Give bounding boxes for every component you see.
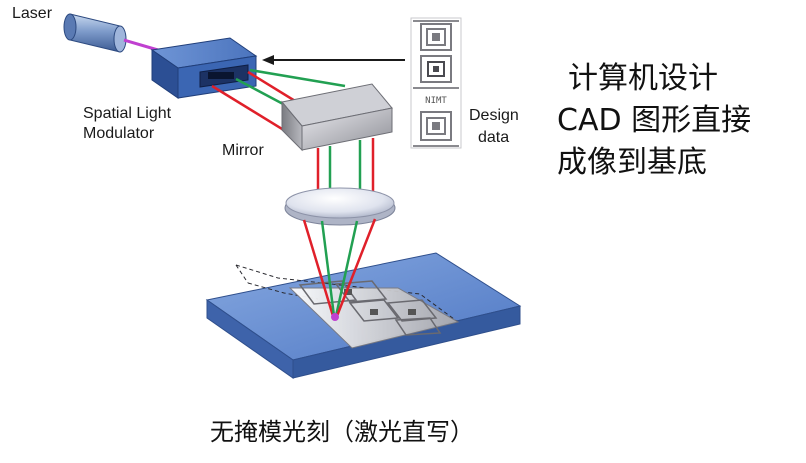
- beams-mirror-to-lens: [316, 138, 375, 196]
- lens: [284, 187, 396, 226]
- laser-label: Laser: [12, 5, 53, 22]
- caption: 无掩模光刻（激光直写）: [210, 418, 474, 446]
- design-data-arrow: [262, 55, 405, 65]
- focus-spot: [331, 313, 339, 321]
- note-line1: 计算机设计: [568, 61, 718, 96]
- laser: [63, 13, 127, 53]
- laser-beam: [123, 38, 159, 52]
- mirror-label: Mirror: [222, 142, 264, 159]
- pattern-block-3: [420, 111, 452, 141]
- slm-label-line1: Spatial Light: [83, 105, 172, 122]
- mirror: [281, 83, 393, 152]
- note-line2: CAD 图形直接: [557, 103, 752, 138]
- design-label-line1: Design: [469, 107, 519, 124]
- note-line3: 成像到基底: [557, 145, 707, 180]
- slm-label-line2: Modulator: [83, 125, 155, 142]
- beams-lens-to-substrate: [302, 218, 377, 317]
- design-data-pattern: NIMT: [410, 17, 462, 149]
- pattern-block-2: [420, 55, 452, 83]
- spatial-light-modulator: [150, 37, 258, 99]
- design-label-line2: data: [478, 129, 510, 146]
- pattern-block-1: [420, 23, 452, 51]
- pattern-text: NIMT: [425, 96, 447, 106]
